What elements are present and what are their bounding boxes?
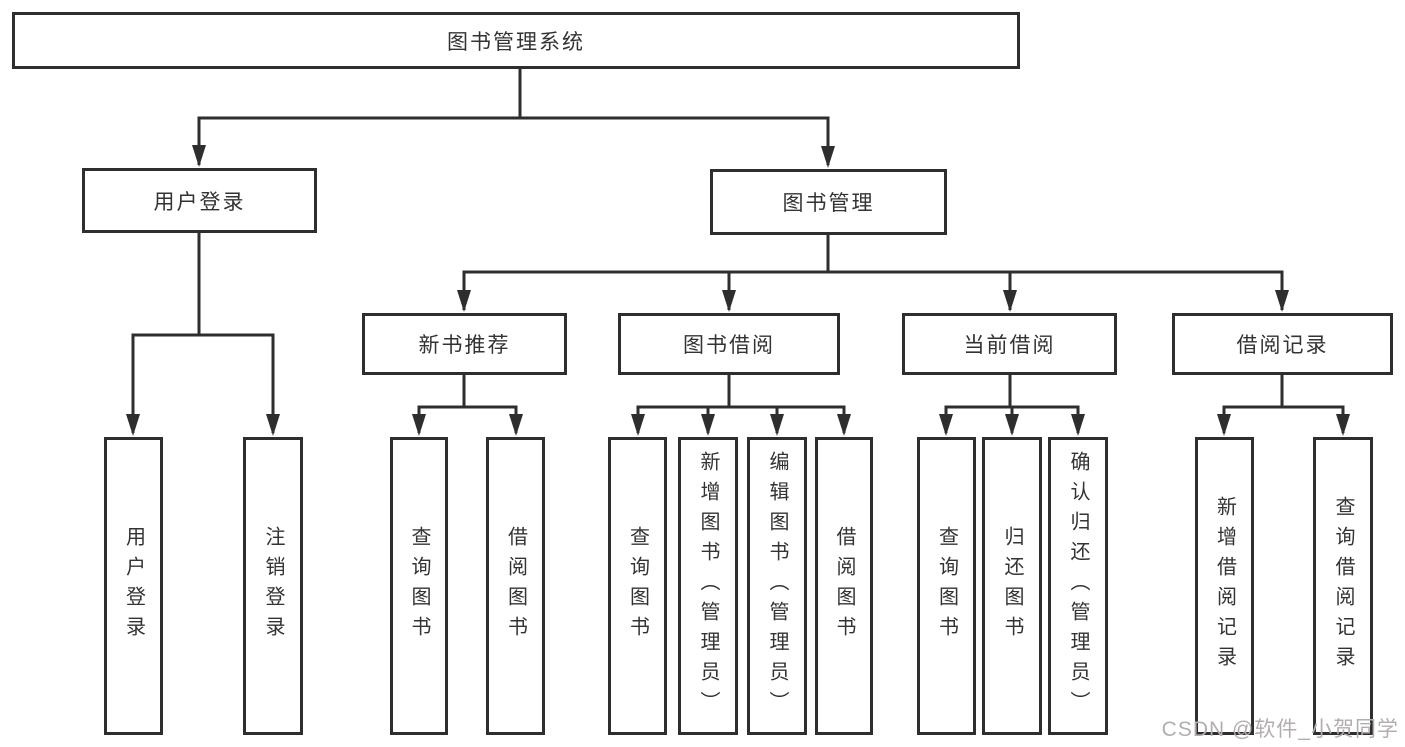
node-book-borrow: 图书借阅 [618, 313, 840, 375]
node-borrow-record: 借阅记录 [1172, 313, 1393, 375]
leaf-edit-book: 编辑图书（管理员） [747, 437, 807, 735]
arrow-icon [457, 290, 471, 312]
arrow-icon [1071, 414, 1085, 436]
node-new-book-recommend: 新书推荐 [362, 313, 567, 375]
leaf-borrow-book-borrow-label: 借阅图书 [833, 526, 855, 646]
arrow-icon [770, 414, 784, 436]
connector-root-to-level2 [197, 69, 830, 165]
leaf-user-login: 用户登录 [104, 437, 163, 735]
arrow-icon [1217, 414, 1231, 436]
arrow-icon [722, 290, 736, 312]
arrow-icon [1003, 290, 1017, 312]
leaf-query-book-current-label: 查询图书 [935, 526, 958, 646]
leaf-confirm-return-label: 确认归还（管理员） [1067, 451, 1089, 721]
arrow-icon [1005, 414, 1019, 436]
leaf-query-book-borrow-label: 查询图书 [626, 526, 649, 646]
node-new-book-recommend-label: 新书推荐 [418, 334, 511, 357]
leaf-query-book-recommend-label: 查询图书 [408, 526, 430, 646]
leaf-query-book-current: 查询图书 [917, 437, 976, 735]
arrow-icon [939, 414, 953, 436]
leaf-return-book: 归还图书 [982, 437, 1042, 735]
node-book-manage-label: 图书管理 [782, 192, 875, 215]
leaf-edit-book-label: 编辑图书（管理员） [766, 451, 788, 721]
arrow-icon [837, 414, 851, 436]
arrow-icon [1336, 414, 1350, 436]
node-user-login: 用户登录 [82, 168, 317, 233]
arrow-icon [412, 414, 426, 436]
leaf-confirm-return: 确认归还（管理员） [1048, 437, 1108, 735]
leaf-query-borrow-record-label: 查询借阅记录 [1332, 496, 1354, 676]
arrow-icon [266, 414, 280, 436]
arrow-icon [126, 414, 140, 436]
node-current-borrow: 当前借阅 [902, 313, 1117, 375]
leaf-logout: 注销登录 [243, 437, 303, 735]
leaf-add-book: 新增图书（管理员） [678, 437, 738, 735]
leaf-borrow-book-borrow: 借阅图书 [815, 437, 873, 735]
leaf-add-borrow-record-label: 新增借阅记录 [1213, 496, 1236, 676]
arrow-icon [701, 414, 715, 436]
connector-book-manage-to-level3 [462, 235, 1284, 310]
csdn-watermark: CSDN @软件_小贺同学 [1161, 718, 1399, 741]
node-current-borrow-label: 当前借阅 [963, 334, 1056, 357]
leaf-user-login-label: 用户登录 [122, 526, 145, 646]
leaf-add-book-label: 新增图书（管理员） [697, 451, 719, 721]
connector-borrow-to-leaves [636, 375, 846, 433]
leaf-query-book-recommend: 查询图书 [390, 437, 448, 735]
leaf-query-book-borrow: 查询图书 [608, 437, 667, 735]
leaf-add-borrow-record: 新增借阅记录 [1195, 437, 1254, 735]
node-borrow-record-label: 借阅记录 [1236, 334, 1329, 357]
connector-record-to-leaves [1222, 375, 1345, 433]
node-book-manage: 图书管理 [710, 169, 947, 235]
arrow-icon [1275, 290, 1289, 312]
node-user-login-label: 用户登录 [153, 190, 246, 214]
connector-recommend-to-leaves [417, 375, 518, 433]
arrow-icon [192, 145, 206, 167]
arrow-icon [631, 414, 645, 436]
leaf-logout-label: 注销登录 [262, 526, 284, 646]
node-root: 图书管理系统 [12, 12, 1020, 69]
leaf-borrow-book-recommend-label: 借阅图书 [504, 526, 527, 646]
node-root-label: 图书管理系统 [447, 30, 585, 54]
leaf-query-borrow-record: 查询借阅记录 [1313, 437, 1373, 735]
arrow-icon [509, 414, 523, 436]
arrow-icon [821, 146, 835, 168]
leaf-borrow-book-recommend: 借阅图书 [486, 437, 545, 735]
connector-user-login-to-leaves [131, 233, 275, 433]
node-book-borrow-label: 图书借阅 [683, 334, 775, 357]
leaf-return-book-label: 归还图书 [1001, 526, 1023, 646]
